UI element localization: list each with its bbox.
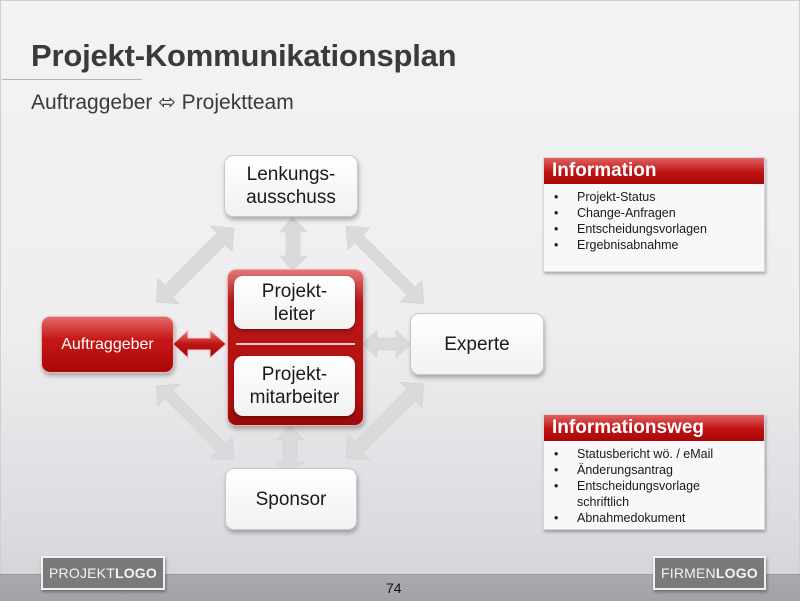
list-item: Änderungsantrag [544,462,764,478]
node-lenkungsausschuss[interactable]: Lenkungs- ausschuss [224,155,358,217]
team-divider [236,343,355,345]
panel-information-list: Projekt-Status Change-Anfragen Entscheid… [544,184,764,253]
node-sponsor-label: Sponsor [255,488,327,510]
panel-information-title: Information [544,158,764,184]
list-item: Statusbericht wö. / eMail [544,446,764,462]
arrow-lenkung-projektleiter [278,216,308,272]
node-projektleiter-label: Projekt- leiter [261,280,328,325]
arrow-lenkung-auftraggeber [155,225,235,305]
list-item: Ergebnisabnahme [544,237,764,253]
project-logo: PROJEKTLOGO [41,556,165,590]
node-lenkungsausschuss-label: Lenkungs- ausschuss [246,164,336,208]
company-logo: FIRMENLOGO [653,556,766,590]
node-auftraggeber-label: Auftraggeber [61,336,154,353]
list-item: Change-Anfragen [544,205,764,221]
title-divider [2,79,142,80]
slide-title: Projekt-Kommunikationsplan [31,38,457,73]
panel-informationsweg-list: Statusbericht wö. / eMail Änderungsantra… [544,441,764,526]
arrow-auftraggeber-sponsor [155,383,235,461]
list-item: Entscheidungsvorlage schriftlich [544,478,764,510]
node-projektmitarbeiter-label: Projekt- mitarbeiter [249,364,340,408]
project-logo-plain: PROJEKT [49,565,115,581]
arrow-auftraggeber-team [172,328,227,360]
list-item: Projekt-Status [544,189,764,205]
node-auftraggeber[interactable]: Auftraggeber [41,316,174,373]
panel-information: Information Projekt-Status Change-Anfrag… [543,157,765,272]
company-logo-plain: FIRMEN [661,565,716,581]
list-item: Abnahmedokument [544,510,764,526]
node-projektmitarbeiter[interactable]: Projekt- mitarbeiter [234,356,355,416]
node-sponsor[interactable]: Sponsor [225,468,357,530]
panel-informationsweg-title: Informationsweg [544,415,764,441]
node-projektleiter[interactable]: Projekt- leiter [234,276,355,329]
slide-subtitle: Auftraggeber ⬄ Projektteam [31,91,294,114]
decorative-mark: ▭ [44,550,51,557]
arrow-team-experte [361,329,412,359]
page-number: 74 [386,580,402,596]
project-team-group: Projekt- leiter Projekt- mitarbeiter [227,269,364,426]
list-item: Entscheidungsvorlagen [544,221,764,237]
panel-informationsweg: Informationsweg Statusbericht wö. / eMai… [543,414,765,530]
company-logo-bold: LOGO [715,565,758,581]
node-experte-label: Experte [444,333,510,355]
project-logo-bold: LOGO [114,565,157,581]
node-experte[interactable]: Experte [410,313,544,375]
